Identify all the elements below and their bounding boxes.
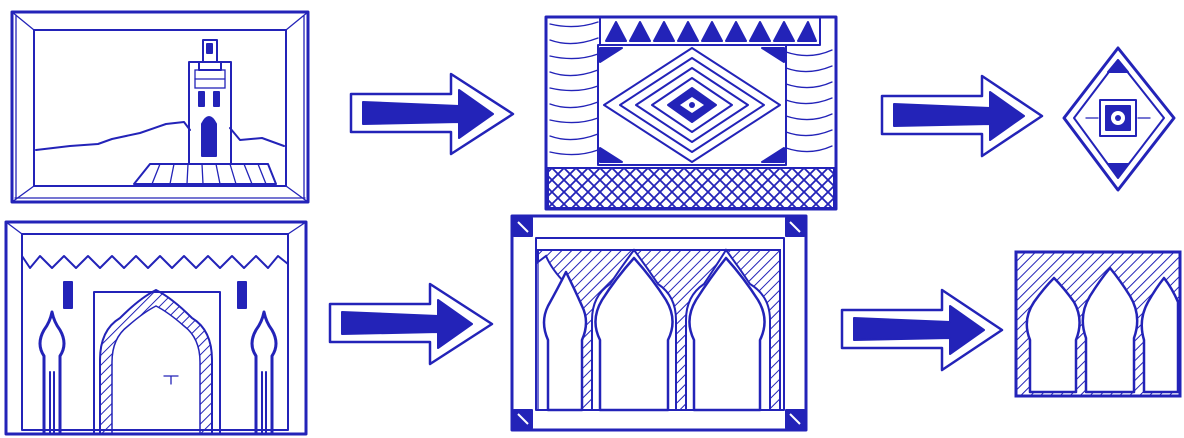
arrow-right-icon [330,284,492,364]
hills-outline [36,122,190,150]
arrow-right-icon [882,76,1042,156]
geometric-pattern-panel [546,17,836,209]
triple-arch-motif [1016,252,1180,396]
plaza-floor [134,164,276,184]
arrow-right-icon [351,74,513,154]
zigzag-cornice [22,256,288,268]
diamond-motif [1064,48,1174,190]
minaret [189,40,231,164]
arrow-right-icon [842,290,1002,370]
minaret-landscape-frame [12,12,308,202]
arched-doorway-frame [6,222,306,434]
triple-arch-panel [512,216,806,430]
